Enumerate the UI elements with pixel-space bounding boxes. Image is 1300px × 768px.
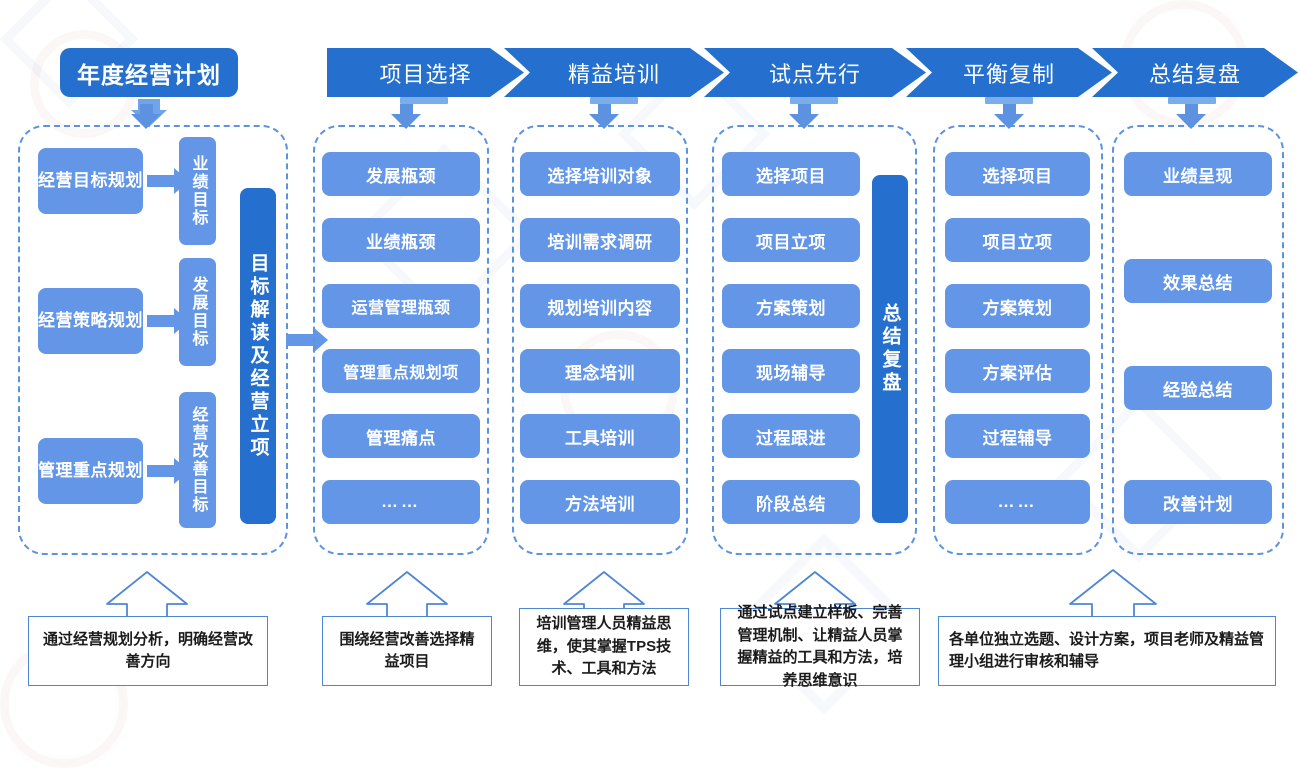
col3-item-5[interactable]: 工具培训 xyxy=(520,414,680,458)
stage-chevron-label: 总结复盘 xyxy=(1148,61,1241,87)
caption-up-arrow-2 xyxy=(365,570,449,620)
col4-item-1[interactable]: 选择项目 xyxy=(722,152,860,196)
col1-summary-bar[interactable]: 目标解读及经营立项 xyxy=(240,188,276,524)
col1-source-3[interactable]: 管理重点规划 xyxy=(38,438,143,504)
col3-item-6[interactable]: 方法培训 xyxy=(520,480,680,524)
col2-item-5[interactable]: 管理痛点 xyxy=(322,414,480,458)
col5-item-3[interactable]: 方案策划 xyxy=(945,284,1090,328)
stage-chevron-label: 平衡复制 xyxy=(962,61,1055,87)
col2-item-4[interactable]: 管理重点规划项 xyxy=(322,349,480,393)
col1-target-2[interactable]: 发展目标 xyxy=(179,258,216,366)
col5-item-4[interactable]: 方案评估 xyxy=(945,349,1090,393)
panel-lean-training xyxy=(512,125,688,555)
col1-to-col2-arrow xyxy=(286,327,328,353)
panel-down-arrow-stem xyxy=(400,104,413,116)
annual-plan-title-box[interactable]: 年度经营计划 xyxy=(60,48,238,97)
stage-chevron-2[interactable]: 精益培训 xyxy=(504,48,724,97)
stage-chevron-tab xyxy=(400,97,448,104)
col6-item-4[interactable]: 改善计划 xyxy=(1124,480,1272,524)
col2-item-3[interactable]: 运营管理瓶颈 xyxy=(322,284,480,328)
col5-item-6[interactable]: …… xyxy=(945,480,1090,524)
caption-annual-plan: 通过经营规划分析，明确经营改善方向 xyxy=(28,616,268,686)
col1-target-1[interactable]: 业绩目标 xyxy=(179,137,216,245)
stage-chevron-tab xyxy=(1168,97,1216,104)
col4-item-3[interactable]: 方案策划 xyxy=(722,284,860,328)
col3-item-2[interactable]: 培训需求调研 xyxy=(520,218,680,262)
col3-item-3[interactable]: 规划培训内容 xyxy=(520,284,680,328)
stage-chevron-tab xyxy=(590,97,638,104)
col2-item-2[interactable]: 业绩瓶颈 xyxy=(322,218,480,262)
caption-lean-training: 培训管理人员精益思维，使其掌握TPS技术、工具和方法 xyxy=(519,608,689,686)
col6-item-3[interactable]: 经验总结 xyxy=(1124,366,1272,410)
col6-item-2[interactable]: 效果总结 xyxy=(1124,259,1272,303)
col2-item-1[interactable]: 发展瓶颈 xyxy=(322,152,480,196)
caption-up-arrow-1 xyxy=(105,570,189,620)
col3-item-4[interactable]: 理念培训 xyxy=(520,349,680,393)
panel-down-arrow-stem xyxy=(140,104,153,116)
caption-up-arrow-5 xyxy=(1068,568,1158,622)
col4-summary-bar[interactable]: 总结复盘 xyxy=(872,175,908,523)
stage-chevron-tab xyxy=(985,97,1033,104)
stage-chevron-4[interactable]: 平衡复制 xyxy=(906,48,1112,97)
panel-down-arrow-stem xyxy=(598,104,611,116)
caption-project-selection: 围绕经营改善选择精益项目 xyxy=(322,616,492,686)
col1-target-3[interactable]: 经营改善目标 xyxy=(179,392,216,528)
col4-item-5[interactable]: 过程跟进 xyxy=(722,414,860,458)
col4-item-4[interactable]: 现场辅导 xyxy=(722,349,860,393)
col6-item-1[interactable]: 业绩呈现 xyxy=(1124,152,1272,196)
col4-item-6[interactable]: 阶段总结 xyxy=(722,480,860,524)
col3-item-1[interactable]: 选择培训对象 xyxy=(520,152,680,196)
col4-item-2[interactable]: 项目立项 xyxy=(722,218,860,262)
stage-chevron-tab xyxy=(790,97,838,104)
caption-pilot-first: 通过试点建立样板、完善管理机制、让精益人员掌握精益的工具和方法，培养思维意识 xyxy=(720,604,920,689)
panel-balanced-replication xyxy=(933,125,1103,555)
col5-item-5[interactable]: 过程辅导 xyxy=(945,414,1090,458)
col5-item-1[interactable]: 选择项目 xyxy=(945,152,1090,196)
panel-project-selection xyxy=(313,125,489,555)
col5-item-2[interactable]: 项目立项 xyxy=(945,218,1090,262)
col1-source-1[interactable]: 经营目标规划 xyxy=(38,148,143,214)
stage-chevron-5[interactable]: 总结复盘 xyxy=(1092,48,1298,97)
col1-source-2[interactable]: 经营策略规划 xyxy=(38,288,143,354)
panel-down-arrow-stem xyxy=(798,104,811,116)
stage-chevron-3[interactable]: 试点先行 xyxy=(704,48,926,97)
stage-chevron-1[interactable]: 项目选择 xyxy=(327,48,524,97)
panel-pilot-first xyxy=(712,125,917,555)
stage-chevron-label: 项目选择 xyxy=(379,61,472,87)
col2-item-6[interactable]: …… xyxy=(322,480,480,524)
stage-chevron-label: 精益培训 xyxy=(567,61,660,87)
panel-down-arrow-stem xyxy=(1185,104,1198,116)
caption-replication-review: 各单位独立选题、设计方案，项目老师及精益管理小组进行审核和辅导 xyxy=(938,616,1276,686)
panel-summary-review xyxy=(1112,125,1284,555)
stage-chevron-label: 试点先行 xyxy=(768,61,861,87)
panel-down-arrow-stem xyxy=(1003,104,1016,116)
